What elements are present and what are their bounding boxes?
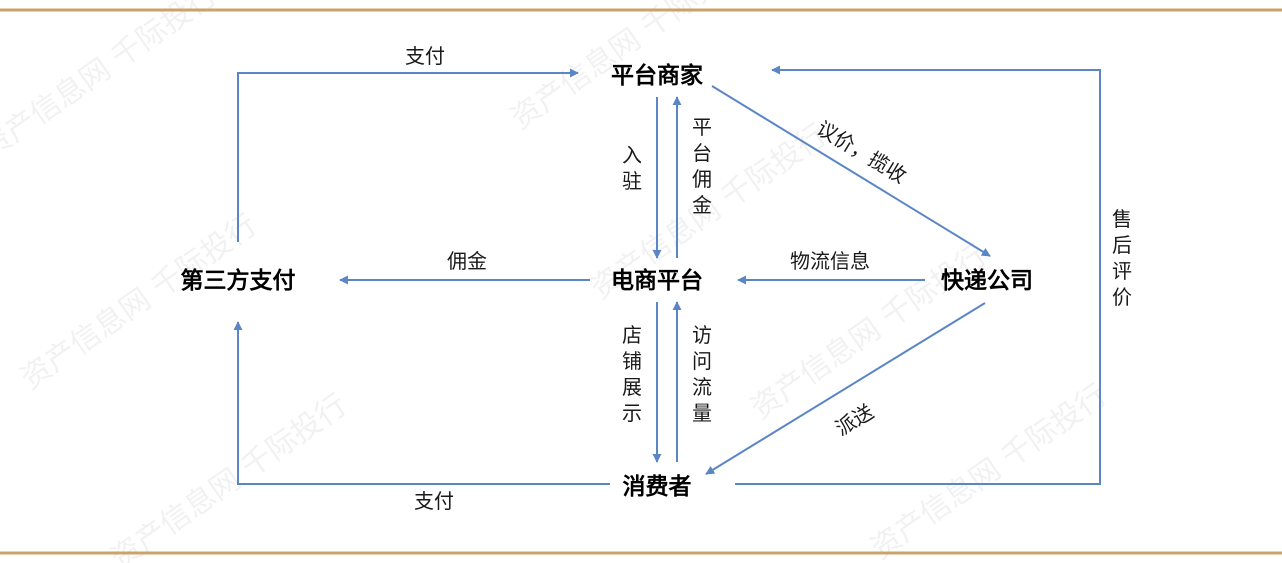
edge-negotiate-pickup — [711, 85, 991, 257]
label-store-display: 店铺展示 — [622, 323, 642, 425]
label-after-sale-review: 售后评价 — [1112, 207, 1132, 309]
node-ecommerce-platform: 电商平台 — [611, 267, 703, 294]
node-express-company: 快递公司 — [941, 267, 1033, 294]
label-settle-in: 入驻 — [622, 143, 642, 193]
edge-pay-bottom — [233, 321, 610, 485]
watermark-text: 资产信息网 千际投行 — [15, 208, 264, 397]
edges — [233, 65, 1101, 485]
edge-after-sale-review — [735, 65, 1101, 485]
vertical-labels: 入驻 平台佣金 店铺展示 访问流量 售后评价 — [622, 115, 1132, 425]
label-commission: 佣金 — [447, 249, 487, 273]
edge-delivery — [705, 302, 986, 475]
label-platform-commission: 平台佣金 — [692, 115, 712, 217]
label-delivery: 派送 — [831, 399, 878, 440]
node-third-party-payment: 第三方支付 — [181, 267, 296, 294]
label-visit-traffic: 访问流量 — [692, 323, 712, 425]
watermark-text: 资产信息网 千际投行 — [0, 0, 224, 167]
label-logistics-info: 物流信息 — [790, 249, 870, 273]
label-pay-bottom: 支付 — [414, 489, 454, 513]
edge-pay-top — [237, 68, 579, 242]
watermark-text: 资产信息网 千际投行 — [865, 378, 1114, 563]
nodes: 平台商家 第三方支付 电商平台 快递公司 消费者 — [181, 62, 1034, 500]
node-consumer: 消费者 — [623, 474, 692, 500]
node-platform-merchant: 平台商家 — [611, 62, 703, 89]
watermark-text: 资产信息网 千际投行 — [105, 388, 354, 563]
label-pay-top: 支付 — [405, 44, 445, 68]
